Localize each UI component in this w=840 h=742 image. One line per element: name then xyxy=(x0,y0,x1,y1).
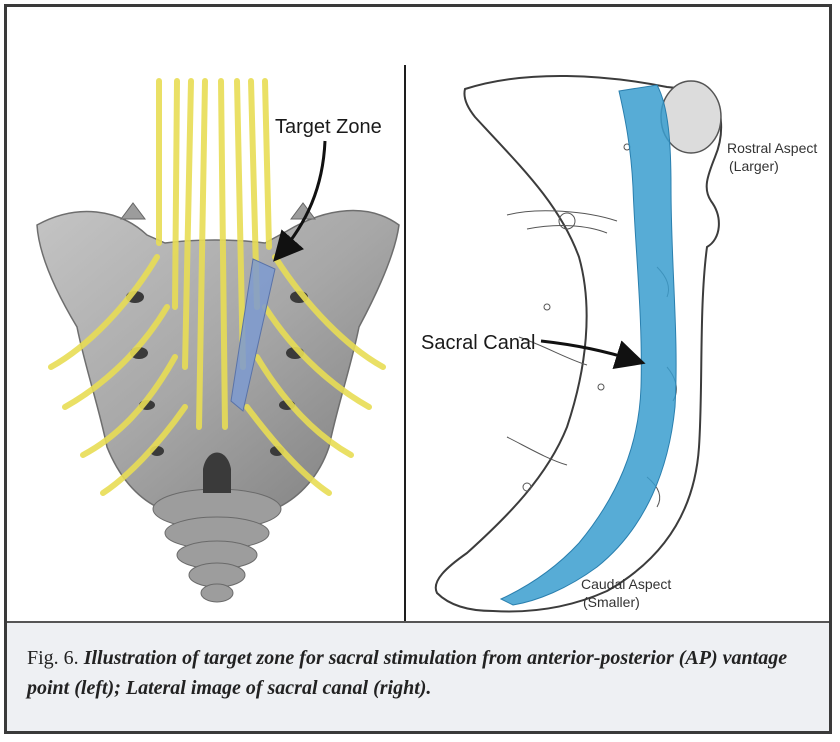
coccyx xyxy=(153,489,281,602)
figure-illustration: Target Zone xyxy=(7,7,829,621)
left-articular-process xyxy=(121,203,145,219)
rostral-sub-label: (Larger) xyxy=(729,158,779,174)
caudal-label: Caudal Aspect xyxy=(581,576,671,592)
figure-frame: Target Zone xyxy=(4,4,832,734)
sacrum-ap-view: Target Zone xyxy=(37,81,399,602)
sacral-canal-label: Sacral Canal xyxy=(421,332,536,354)
figure-caption: Fig. 6. Illustration of target zone for … xyxy=(27,643,817,703)
target-zone-label: Target Zone xyxy=(275,116,382,138)
rostral-label: Rostral Aspect xyxy=(727,140,817,156)
figure-caption-text: Illustration of target zone for sacral s… xyxy=(27,647,787,699)
caudal-sub-label: (Smaller) xyxy=(583,594,640,610)
sacrum-lateral-view: Rostral Aspect (Larger) Sacral Canal Cau… xyxy=(421,76,817,612)
figure-svg: Target Zone xyxy=(7,7,829,621)
caption-area: Fig. 6. Illustration of target zone for … xyxy=(7,621,829,731)
figure-number: Fig. 6. xyxy=(27,647,79,669)
